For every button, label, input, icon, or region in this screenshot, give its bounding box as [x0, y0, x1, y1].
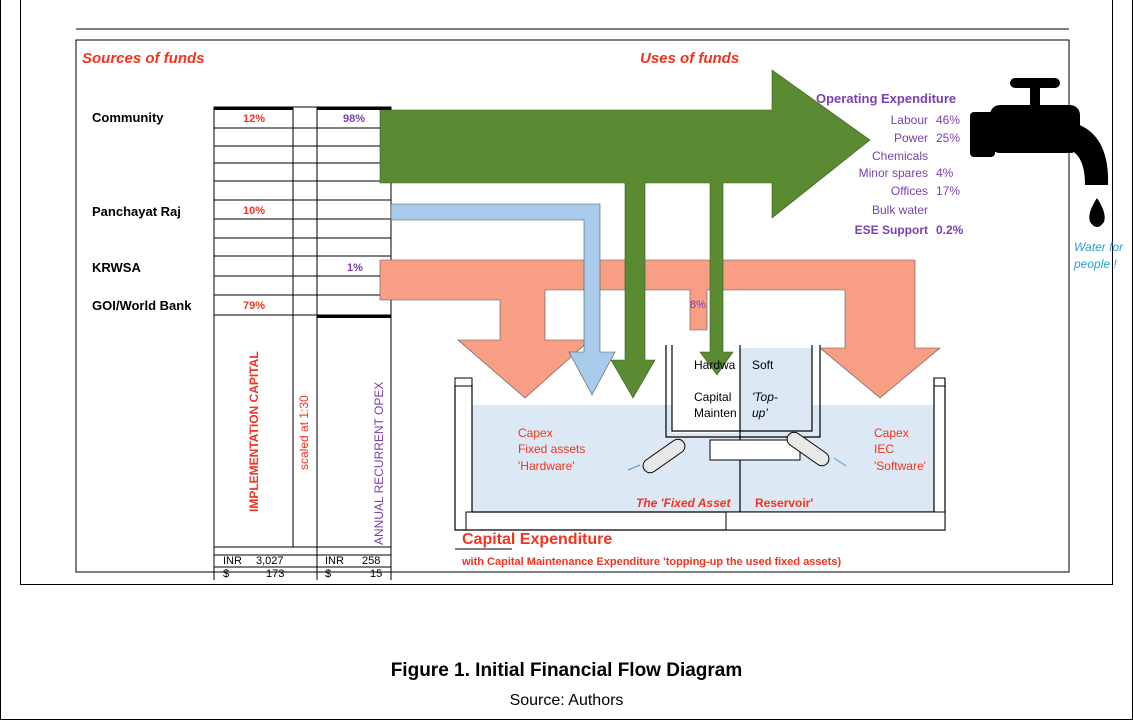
- software-capex-l1: Capex: [874, 426, 909, 440]
- opex-labour-pct: 46%: [936, 113, 960, 127]
- opex-title: Operating Expenditure: [816, 91, 956, 106]
- tank-topup-label1: 'Top-: [752, 390, 778, 404]
- figure-caption: Figure 1. Initial Financial Flow Diagram: [390, 660, 743, 681]
- hardware-capex-l1: Capex: [518, 426, 553, 440]
- tank-hardware-label: Hardwa: [694, 358, 736, 372]
- diagram-panel: [75, 39, 1070, 573]
- capex-subtitle: with Capital Maintenance Expenditure 'to…: [461, 556, 841, 568]
- opex-minor-spares-pct: 4%: [936, 166, 954, 180]
- software-capex-l2: IEC: [874, 442, 894, 456]
- tank-maintenance-label: Mainten: [694, 406, 737, 420]
- water-tap-icon: [970, 78, 1109, 227]
- water-note-line1: Water for: [1074, 240, 1124, 254]
- capital-pct-panchayat: 10%: [243, 205, 265, 217]
- software-capex-l3: 'Software': [874, 459, 926, 473]
- uses-heading: Uses of funds: [640, 50, 739, 67]
- opex-usd-symbol: $: [325, 568, 331, 580]
- opex-offices: Offices: [891, 184, 928, 198]
- cap-total-currency: INR: [223, 555, 242, 567]
- reservoir-name-part1: The 'Fixed Asset: [636, 496, 731, 510]
- reservoir-name-part2: Reservoir': [755, 496, 813, 510]
- opex-offices-pct: 17%: [936, 184, 960, 198]
- figure-frame: [20, 0, 1113, 585]
- sources-heading: Sources of funds: [82, 50, 205, 67]
- outflow-pipes: [627, 431, 847, 474]
- hardware-capex-l3: 'Hardware': [518, 459, 575, 473]
- small-pct-label: 8%: [690, 299, 706, 311]
- opex-pct-community: 98%: [343, 113, 365, 125]
- source-panchayat-raj: Panchayat Raj: [92, 204, 181, 219]
- hardware-capex-l2: Fixed assets: [518, 442, 585, 456]
- column-annual-opex: ANNUAL RECURRENT OPEX: [372, 382, 386, 545]
- opex-minor-spares: Minor spares: [859, 166, 928, 180]
- source-community: Community: [92, 110, 164, 125]
- opex-total-currency: INR: [325, 555, 344, 567]
- opex-bulk-water: Bulk water: [872, 203, 928, 217]
- cap-total-inr: 3,027: [256, 555, 284, 567]
- cap-total-usd: 173: [266, 568, 284, 580]
- capital-pct-goi: 79%: [243, 300, 265, 312]
- opex-power-pct: 25%: [936, 131, 960, 145]
- opex-total-inr: 258: [362, 555, 380, 567]
- water-note-line2: people !: [1074, 257, 1117, 271]
- tank-topup-label2: up': [752, 406, 768, 420]
- opex-chemicals: Chemicals: [872, 149, 928, 163]
- cap-usd-symbol: $: [223, 568, 229, 580]
- source-goi-world-bank: GOI/World Bank: [92, 298, 192, 313]
- source-table: [213, 106, 392, 548]
- capital-flow-arrows: [379, 259, 941, 399]
- panchayat-flow-arrow: [390, 203, 616, 396]
- tank-capital-label: Capital: [694, 390, 731, 404]
- opex-labour: Labour: [891, 113, 928, 127]
- opex-ese-pct: 0.2%: [936, 223, 964, 237]
- opex-total-usd: 15: [370, 568, 382, 580]
- source-krwsa: KRWSA: [92, 260, 141, 275]
- top-up-tank: [665, 345, 821, 512]
- community-flow-arrow: [379, 69, 871, 399]
- capital-pct-community: 12%: [243, 113, 265, 125]
- figure-source: Source: Authors: [509, 692, 624, 709]
- opex-ese-support: ESE Support: [855, 223, 928, 237]
- tank-soft-label: Soft: [752, 358, 774, 372]
- capex-title: Capital Expenditure: [462, 531, 612, 548]
- opex-pct-krwsa: 1%: [347, 262, 363, 274]
- column-implementation-capital: IMPLEMENTATION CAPITAL: [247, 351, 261, 512]
- opex-power: Power: [894, 131, 928, 145]
- column-scale-note: scaled at 1:30: [297, 395, 311, 470]
